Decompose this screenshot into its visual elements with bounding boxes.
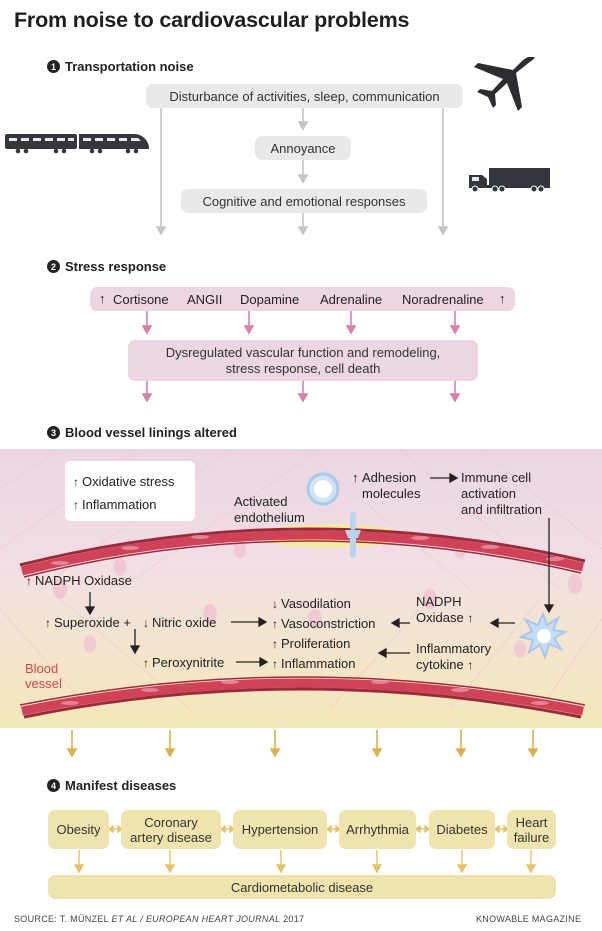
hormone-cortisone: Cortisone — [113, 292, 169, 307]
truck-icon — [469, 168, 550, 193]
vasodilation-label: ↓Vasodilation — [272, 596, 351, 611]
section-3-label: Blood vessel linings altered — [65, 425, 237, 440]
section-3-number: 3 — [47, 426, 60, 439]
publisher-credit: KNOWABLE MAGAZINE — [476, 914, 582, 924]
immune-label-2: activation — [461, 486, 516, 501]
proliferation-label: ↑Proliferation — [272, 636, 351, 651]
disease-arrhythmia: Arrhythmia — [339, 810, 416, 849]
disturbance-box: Disturbance of activities, sleep, commun… — [146, 84, 463, 108]
disease-obesity: Obesity — [48, 810, 109, 849]
adhesion-label-2: molecules — [362, 486, 421, 501]
immune-cell-icon — [518, 611, 568, 660]
legend-box: ↑Oxidative stress ↑Inflammation — [65, 461, 195, 521]
section-3-arrows — [84, 472, 555, 668]
section-4-label: Manifest diseases — [65, 778, 177, 793]
immune-label-1: Immune cell — [461, 470, 532, 485]
hormone-up-arrow-right: ↑ — [499, 291, 506, 306]
adhesion-up-arrow: ↑ — [352, 470, 359, 485]
section-1-heading: 1 Transportation noise — [47, 59, 194, 74]
section-2-label: Stress response — [65, 259, 167, 274]
peroxynitrite-label: ↑Peroxynitrite — [143, 655, 225, 670]
hormone-up-arrow-left: ↑ — [99, 291, 106, 306]
blood-vessel-label: Blood vessel — [25, 661, 62, 691]
superoxide-label: ↑Superoxide + — [45, 615, 131, 630]
page-title: From noise to cardiovascular problems — [14, 8, 410, 32]
train-icon — [5, 134, 149, 154]
legend-inflammation: ↑Inflammation — [73, 497, 157, 512]
dysregulated-line-1: Dysregulated vascular function and remod… — [165, 344, 441, 360]
hormone-dopamine: Dopamine — [240, 292, 300, 307]
section-4-number: 4 — [47, 779, 60, 792]
activated-label-2: endothelium — [234, 510, 305, 525]
airplane-icon — [474, 57, 535, 111]
hormone-adrenaline: Adrenaline — [320, 292, 383, 307]
source-credit: SOURCE: T. MÜNZEL ET AL / EUROPEAN HEART… — [14, 914, 305, 924]
disease-heart-failure: Heart failure — [507, 810, 556, 849]
nadph-right-label-1: NADPH — [416, 594, 462, 609]
section-2-number: 2 — [47, 260, 60, 273]
legend-oxidative: ↑Oxidative stress — [73, 474, 175, 489]
section-1-number: 1 — [47, 60, 60, 73]
inflammatory-cytokine-label-2: cytokine ↑ — [416, 657, 474, 672]
dysregulated-box: Dysregulated vascular function and remod… — [128, 340, 478, 381]
hormone-noradrenaline: Noradrenaline — [402, 292, 484, 307]
section-3-heading: 3 Blood vessel linings altered — [47, 425, 237, 440]
adhesion-molecule-icon — [345, 512, 361, 558]
section-1-arrows — [155, 108, 449, 236]
section-2-arrows — [141, 311, 461, 403]
section-2-heading: 2 Stress response — [47, 259, 166, 274]
activated-label-1: Activated — [234, 494, 288, 509]
section-1-label: Transportation noise — [65, 59, 194, 74]
section-4-heading: 4 Manifest diseases — [47, 778, 176, 793]
immune-cell-circle-icon — [306, 472, 340, 506]
immune-label-3: and infiltration — [461, 502, 542, 517]
cognitive-box: Cognitive and emotional responses — [181, 189, 427, 213]
hormone-angii: ANGII — [187, 292, 223, 307]
nitric-oxide-label: ↓Nitric oxide — [143, 615, 217, 630]
cardiometabolic-box: Cardiometabolic disease — [48, 875, 556, 899]
dysregulated-line-2: stress response, cell death — [225, 360, 381, 376]
vessel-output-arrows — [66, 730, 539, 758]
vasoconstriction-label: ↑Vasoconstriction — [272, 616, 376, 631]
disease-arrows — [73, 824, 537, 874]
disease-diabetes: Diabetes — [429, 810, 495, 849]
inflammation-label: ↑Inflammation — [272, 656, 356, 671]
disease-coronary-artery: Coronary artery disease — [121, 810, 221, 849]
hormones-box: ↑ Cortisone ANGII Dopamine Adrenaline No… — [90, 287, 515, 311]
nadph-oxidase-left: ↑NADPH Oxidase — [26, 573, 132, 588]
nadph-right-label-2: Oxidase ↑ — [416, 610, 474, 625]
inflammatory-cytokine-label-1: Inflammatory — [416, 641, 492, 656]
adhesion-label-1: Adhesion — [362, 470, 417, 485]
disease-hypertension: Hypertension — [233, 810, 327, 849]
annoyance-box: Annoyance — [255, 136, 351, 160]
